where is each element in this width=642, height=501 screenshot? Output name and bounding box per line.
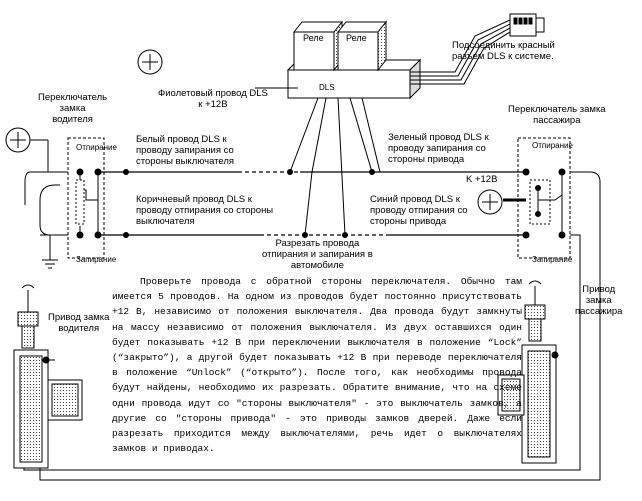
passenger-actuator xyxy=(497,280,559,464)
driver-switch xyxy=(5,127,105,269)
dls-label: DLS xyxy=(319,83,335,92)
violet-wire xyxy=(137,49,298,89)
driver-lock-caption: Запирание xyxy=(76,255,117,264)
junction-dots xyxy=(123,169,375,238)
label-plus12: K +12B xyxy=(466,174,498,185)
relay-1-label: Реле xyxy=(303,33,324,43)
driver-actuator xyxy=(13,284,83,469)
harness-wires xyxy=(410,19,511,85)
instructions-text: Проверьте провода с обратной стороны пер… xyxy=(112,276,522,455)
red-connector xyxy=(509,13,545,37)
relay-2-label: Реле xyxy=(346,33,367,43)
dls-output-wires xyxy=(289,97,381,236)
passenger-lock-caption: Запирание xyxy=(532,255,573,264)
driver-unlock-caption: Отпирание xyxy=(76,143,117,152)
dls-module xyxy=(286,20,422,100)
passenger-unlock-caption: Отпирание xyxy=(532,141,573,150)
